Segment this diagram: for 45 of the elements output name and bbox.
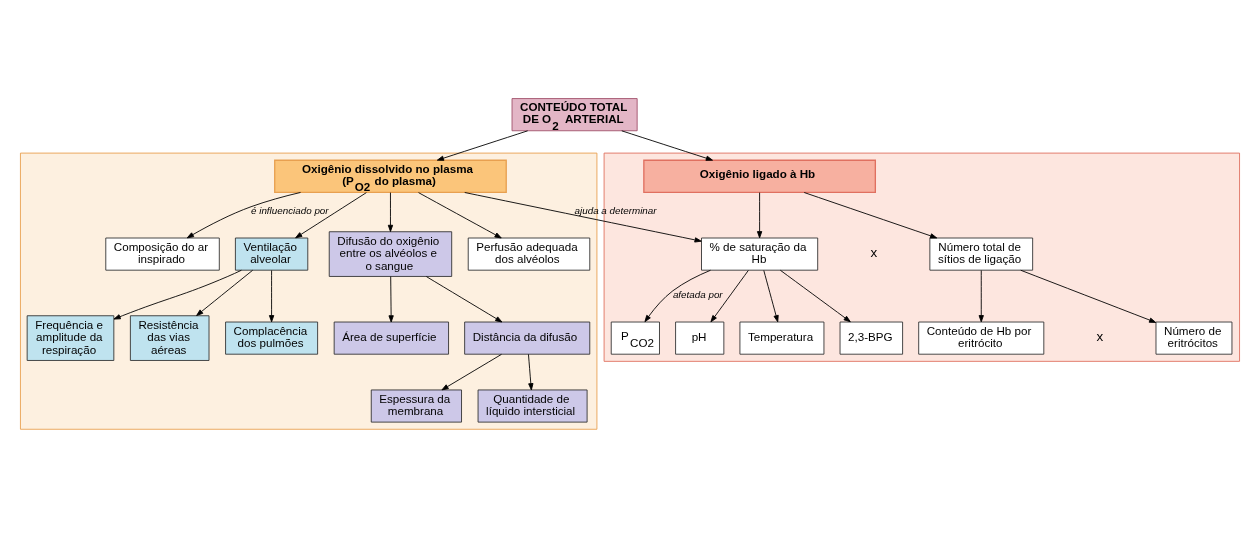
- arrow: [756, 192, 763, 239]
- arrow: [978, 270, 984, 323]
- arrow: [779, 269, 851, 323]
- arrow: [621, 130, 713, 161]
- node-box: Frequência e amplitude da respiração: [26, 315, 115, 361]
- arrow: [418, 192, 502, 239]
- node-box: Área de superfície: [333, 321, 449, 355]
- arrow: [710, 270, 749, 323]
- arrow: [763, 270, 779, 323]
- node-box: Quantidade de líquido intersticial: [477, 389, 588, 423]
- node-box: pH: [675, 321, 725, 355]
- arrow: [803, 192, 938, 239]
- node-box: 2,3-BPG: [839, 321, 904, 355]
- edge-label: é influenciado por: [251, 204, 329, 216]
- arrow: [388, 276, 394, 323]
- arrow: [644, 269, 711, 323]
- node-box: % de saturação da Hb: [701, 237, 819, 271]
- arrow: [464, 192, 702, 243]
- label: x: [870, 245, 878, 261]
- arrow: [528, 353, 534, 391]
- arrow: [196, 269, 254, 316]
- node-box: Ventilação alveolar: [234, 237, 309, 271]
- node-box: Distância da difusão: [464, 321, 591, 355]
- arrow: [441, 353, 502, 391]
- node-box: Perfusão adequada dos alvéolos: [467, 237, 591, 271]
- arrow: [1020, 269, 1157, 323]
- arrow: [295, 192, 367, 239]
- node-box: Conteúdo de Hb por eritrócito: [918, 321, 1045, 355]
- node-box: Composição do ar inspirado: [105, 237, 220, 271]
- arrow: [268, 270, 275, 323]
- arrow: [113, 269, 242, 320]
- node-box: Difusão do oxigênio entre os alvéolos e o sangue: [328, 231, 453, 277]
- node-box: Complacência dos pulmões: [225, 321, 319, 355]
- node-box: Temperatura: [739, 321, 825, 355]
- label: x: [1096, 329, 1104, 345]
- node-box: Número total de sítios de ligação: [929, 237, 1034, 271]
- edge-label: afetada por: [672, 288, 723, 300]
- node-box: Espessura da membrana: [370, 389, 462, 423]
- node-box: Número de eritrócitos: [1155, 321, 1233, 355]
- node-box: Resistência das vias aéreas: [129, 315, 210, 361]
- arrow: [387, 192, 394, 232]
- arrow: [186, 192, 301, 239]
- arrow: [425, 276, 503, 323]
- arrow: [436, 130, 529, 161]
- edge-label: ajuda a determinar: [574, 204, 657, 216]
